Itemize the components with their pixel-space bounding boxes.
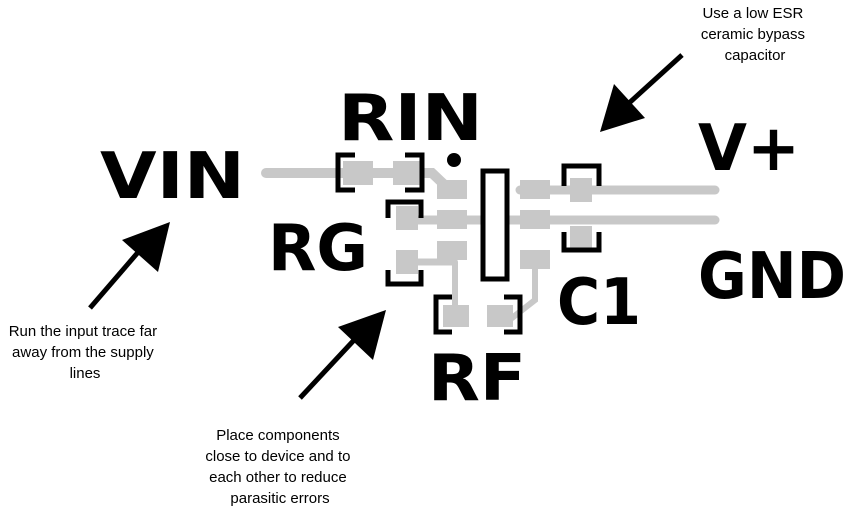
arrow-input-trace-shaft <box>88 248 142 310</box>
label-vin: VIN <box>100 140 245 214</box>
pads <box>343 161 592 327</box>
rin-outline-right <box>405 152 425 193</box>
label-rin: RIN <box>338 82 483 156</box>
label-rf: RF <box>428 342 526 416</box>
c1-pad-bottom <box>570 226 592 250</box>
arrow-bypass-head <box>600 84 645 132</box>
note-bypass-line: Use a low ESR <box>702 5 803 22</box>
rf-pad-2 <box>487 305 513 327</box>
rin-outline-left <box>335 152 355 193</box>
label-rg: RG <box>268 212 368 286</box>
arrow-placement-head <box>338 310 386 360</box>
label-gnd: GND <box>698 240 846 314</box>
note-placement-line: each other to reduce <box>209 469 347 486</box>
label-c1: C1 <box>557 266 641 340</box>
rf-outline-left <box>433 294 452 335</box>
rg-pad-bottom <box>396 250 418 274</box>
device-body-outline <box>480 168 510 282</box>
device-pad-6 <box>520 250 550 269</box>
arrows <box>88 53 684 400</box>
rin-pad-2 <box>393 161 423 185</box>
note-input-trace-line: Run the input trace far <box>9 323 157 340</box>
rg-pad-top <box>396 206 418 230</box>
rin-pad-1 <box>343 161 373 185</box>
note-bypass-line: capacitor <box>725 47 786 64</box>
note-placement-line: Place components <box>216 427 339 444</box>
rg-outline-top <box>385 199 424 218</box>
rf-pad-1 <box>443 305 469 327</box>
note-input-trace: Run the input trace far away from the su… <box>9 323 162 382</box>
c1-outline-top <box>561 163 602 186</box>
label-vplus: V+ <box>698 112 800 186</box>
note-bypass: Use a low ESR ceramic bypass capacitor <box>701 5 809 64</box>
c1-outline-bottom <box>561 232 602 253</box>
note-placement-line: parasitic errors <box>230 490 329 507</box>
device-pad-1 <box>437 180 467 199</box>
device-pad-3 <box>437 241 467 260</box>
rg-outline-bottom <box>385 270 424 287</box>
note-bypass-line: ceramic bypass <box>701 26 805 43</box>
device-pad-5 <box>520 210 550 229</box>
arrow-input-trace-head <box>122 222 170 272</box>
note-input-trace-line: away from the supply <box>12 344 154 361</box>
silkscreen-outlines <box>335 152 602 335</box>
pin1-marker <box>447 153 461 167</box>
note-input-trace-line: lines <box>70 365 101 382</box>
c1-pad-top <box>570 178 592 202</box>
device-pad-4 <box>520 180 550 199</box>
arrow-bypass-shaft <box>626 53 684 106</box>
arrow-placement-shaft <box>298 336 358 400</box>
rf-outline-right <box>504 294 523 335</box>
note-placement-line: close to device and to <box>205 448 350 465</box>
note-placement: Place components close to device and to … <box>205 427 354 507</box>
device-pad-2 <box>437 210 467 229</box>
